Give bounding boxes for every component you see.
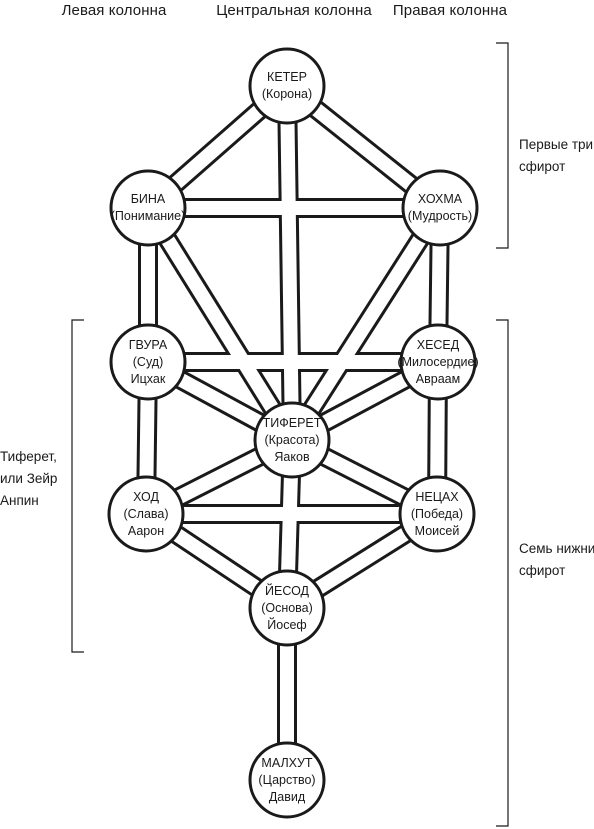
circle-gvura [109, 323, 187, 401]
hod-meaning: (Слава) [123, 506, 169, 521]
netsah-person: Моисей [414, 523, 460, 538]
yesod-name: ЙЕСОД [265, 583, 309, 598]
gvura-person: Ицхак [130, 371, 166, 386]
sefira-netsah: НЕЦАХ (Победа) Моисей [399, 476, 475, 552]
bracket-tiferet-zeir-anpin [71, 319, 84, 653]
malkhut-name: МАЛХУТ [261, 755, 313, 770]
brackets-layer [71, 42, 509, 827]
circle-keter [248, 47, 326, 125]
sefira-gvura: ГВУРА (Суд) Ицхак [110, 324, 186, 400]
bracket-first-three [496, 42, 509, 249]
bina-name: БИНА [130, 192, 166, 206]
sefira-malkhut: МАЛХУТ (Царство) Давид [249, 742, 325, 818]
tiferet-person: Яаков [274, 449, 310, 464]
circle-malkhut [248, 741, 326, 819]
hod-person: Аарон [127, 523, 165, 538]
tiferet-meaning: (Красота) [264, 432, 320, 447]
circle-hokhma [401, 169, 479, 247]
bracket-seven-lower [496, 319, 509, 827]
sefira-hod: ХОД (Слава) Аарон [108, 476, 184, 552]
sefirot-circles [107, 47, 479, 819]
yesod-meaning: (Основа) [261, 600, 313, 615]
tiferet-name: ТИФЕРЕТ [262, 415, 322, 430]
hesed-name: ХЕСЕД [416, 337, 460, 352]
sefira-hokhma: ХОХМА (Мудрость) [402, 170, 478, 246]
circle-hesed [399, 323, 477, 401]
circle-bina [109, 169, 187, 247]
channel-keter-tiferet [280, 85, 299, 441]
channel-hokhma-tiferet [286, 204, 446, 444]
first-three-sefirot-label: Первые три сфирот [519, 137, 594, 174]
hesed-meaning: (Милосердие) [397, 354, 479, 369]
hokhma-meaning: (Мудрость) [407, 209, 473, 223]
circle-yesod [248, 569, 326, 647]
netsah-name: НЕЦАХ [415, 489, 459, 504]
keter-meaning: (Корона) [261, 87, 313, 101]
sefira-keter: КЕТЕР (Корона) [249, 48, 325, 124]
left-column-header: Левая колонна [61, 2, 167, 19]
right-column-header: Правая колонна [392, 2, 508, 19]
sefira-yesod: ЙЕСОД (Основа) Йосеф [249, 570, 325, 646]
hod-name: ХОД [133, 489, 159, 504]
hokhma-name: ХОХМА [417, 192, 463, 206]
circle-hod [107, 475, 185, 553]
channel-bina-tiferet [142, 204, 298, 444]
yesod-person: Йосеф [267, 617, 307, 632]
gvura-meaning: (Суд) [132, 354, 164, 369]
tiferet-zeir-anpin-label: Тиферет, или Зейр Анпин [0, 449, 58, 508]
circle-netsah [398, 475, 476, 553]
bina-meaning: (Понимание) [110, 209, 186, 223]
circle-tiferet [253, 401, 331, 479]
sefira-tiferet: ТИФЕРЕТ (Красота) Яаков [254, 402, 330, 478]
gvura-name: ГВУРА [128, 337, 168, 352]
hesed-person: Авраам [415, 371, 461, 386]
sefira-hesed: ХЕСЕД (Милосердие) Авраам [397, 324, 479, 400]
malkhut-person: Давид [268, 789, 306, 804]
malkhut-meaning: (Царство) [258, 772, 316, 787]
center-column-header: Центральная колонна [216, 2, 372, 19]
keter-name: КЕТЕР [267, 70, 307, 84]
seven-lower-sefirot-label: Семь нижних сфирот [519, 541, 594, 578]
netsah-meaning: (Победа) [410, 506, 464, 521]
sefira-bina: БИНА (Понимание) [110, 170, 186, 246]
